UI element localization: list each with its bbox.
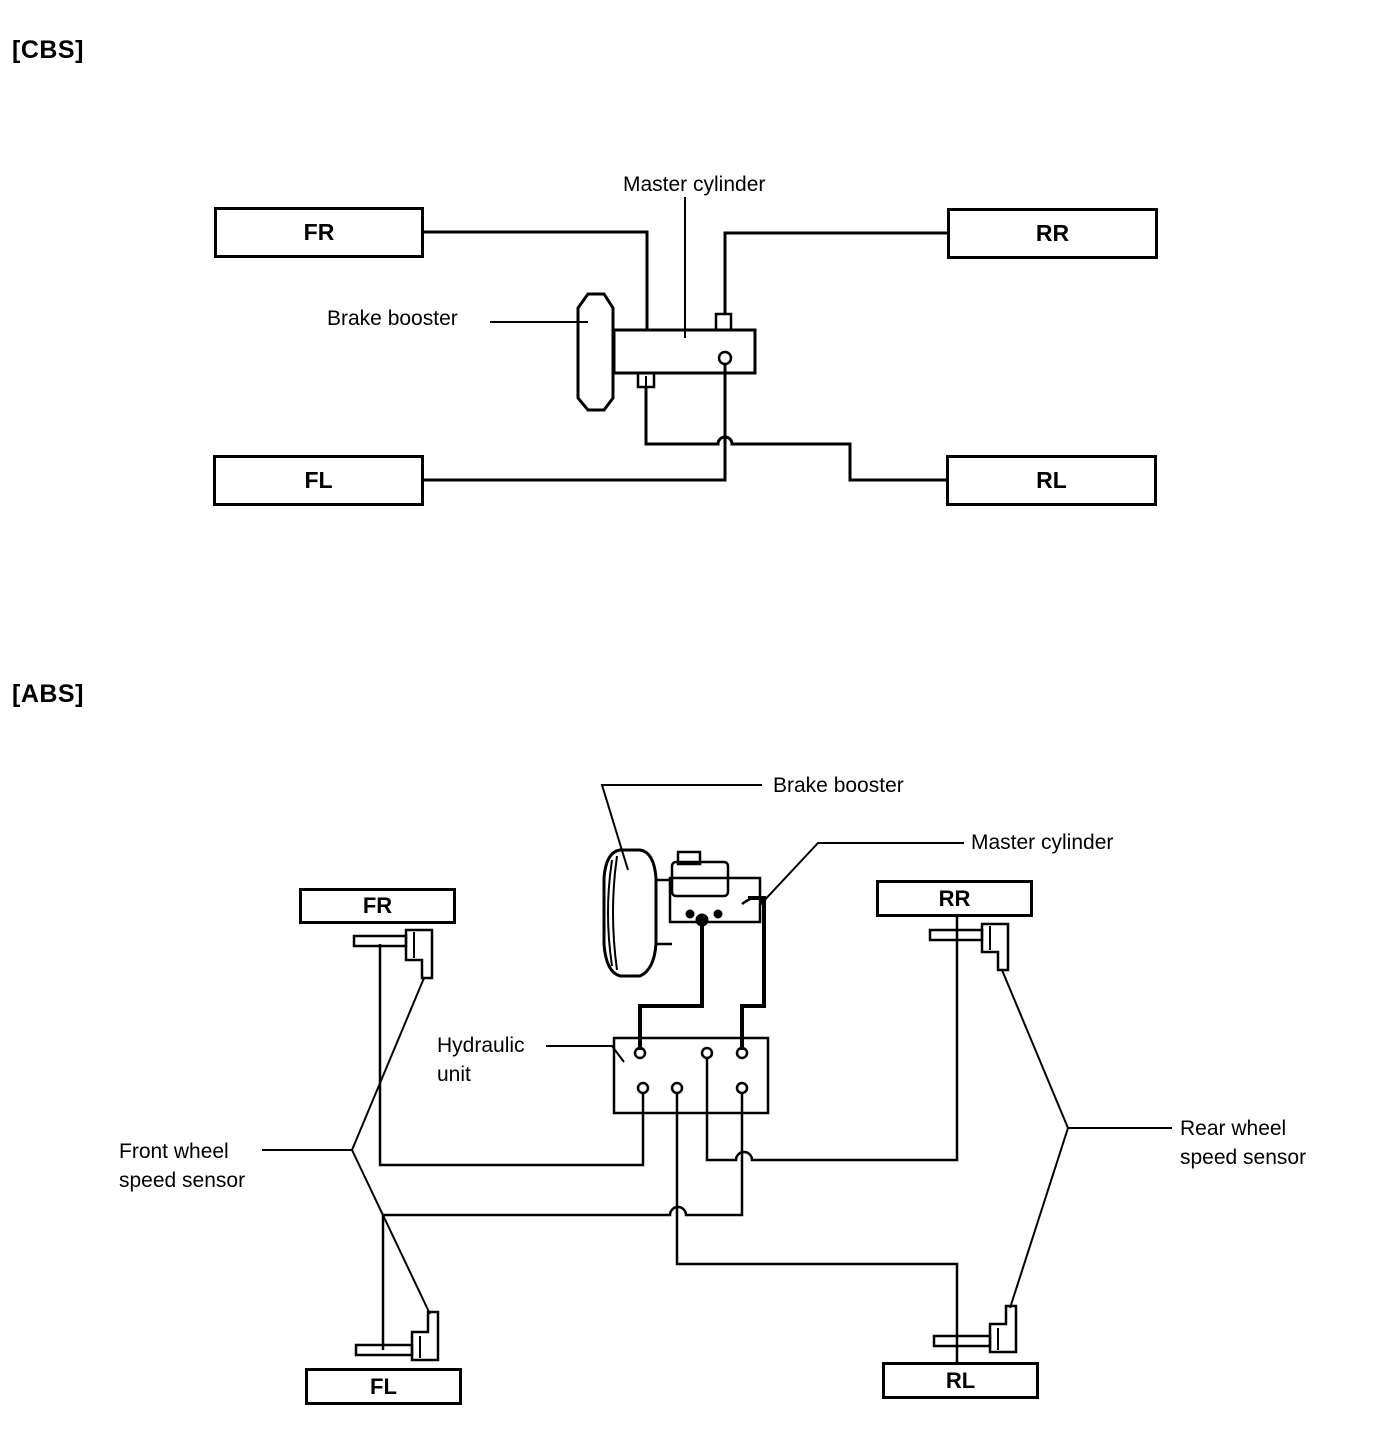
abs-hydraulic-unit-label-line1: Hydraulic [437,1034,525,1057]
abs-brake-booster-label: Brake booster [773,774,904,797]
cbs-mc-outlet [717,350,733,366]
abs-brake-booster-shape [602,848,658,978]
abs-front-sensor-label-line2: speed sensor [119,1169,246,1192]
abs-rl-sensor-shape [932,1304,1018,1354]
abs-leader-brake-booster [600,784,762,871]
abs-rr-sensor-shape [928,922,1010,972]
abs-wheel-fr: FR [299,888,456,924]
abs-wheel-rl: RL [882,1362,1039,1399]
abs-wheel-rr: RR [876,880,1033,917]
abs-leader-hydraulic-unit [546,1045,625,1063]
cbs-brake-booster-shape [576,292,615,412]
abs-line-fr [378,944,645,1167]
abs-fl-sensor-shape [354,1310,440,1362]
cbs-brake-booster-label: Brake booster [327,307,458,330]
cbs-master-cylinder-label: Master cylinder [623,173,766,196]
abs-section-title: [ABS] [12,680,84,708]
cbs-line-fl [422,364,727,482]
abs-rear-sensor-label-line2: speed sensor [1180,1146,1307,1169]
abs-hydraulic-unit-shape [612,1036,770,1115]
cbs-wheel-fr: FR [214,207,424,258]
abs-hydraulic-unit-label-line2: unit [437,1063,471,1086]
cbs-mc-top-port [714,312,733,332]
cbs-section-title: [CBS] [12,36,84,64]
cbs-wheel-rr: RR [947,208,1158,259]
cbs-line-rl [644,387,948,482]
abs-diagram [262,784,1172,1368]
abs-rear-sensor-label-line1: Rear wheel [1180,1117,1287,1140]
abs-fr-sensor-shape [352,928,434,980]
cbs-line-rr [723,231,948,314]
abs-front-sensor-label-line1: Front wheel [119,1140,229,1163]
abs-leader-master-cylinder [759,842,964,906]
abs-master-cylinder-label: Master cylinder [971,831,1114,854]
cbs-line-fr [422,230,649,330]
abs-wheel-fl: FL [305,1368,462,1405]
abs-pipe-primary [638,920,704,1050]
cbs-diagram [422,197,948,482]
abs-line-rl [675,1093,959,1368]
cbs-wheel-rl: RL [946,455,1157,506]
abs-line-rr [705,916,959,1162]
cbs-wheel-fl: FL [213,455,424,506]
